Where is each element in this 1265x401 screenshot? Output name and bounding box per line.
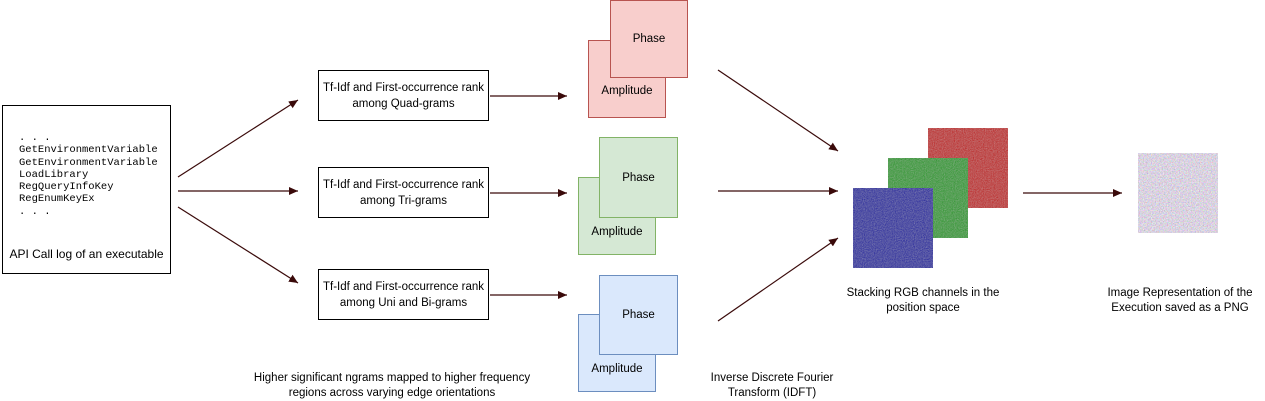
ngram-mapping-caption: Higher significant ngrams mapped to high… <box>253 372 531 399</box>
amplitude-label: Amplitude <box>601 85 653 97</box>
api-call-line: LoadLibrary <box>19 168 89 181</box>
phase-label: Phase <box>622 309 655 321</box>
amplitude-label: Amplitude <box>591 226 643 238</box>
stacked-rgb-channels <box>853 128 1008 268</box>
amplitude-label: Amplitude <box>591 363 643 375</box>
api-call-line: GetEnvironmentVariable <box>19 144 158 157</box>
green-phase-square: Phase <box>599 137 678 218</box>
output-caption: Image Representation of the Execution sa… <box>1107 287 1253 314</box>
api-call-line: . . . <box>19 132 51 144</box>
api-log-caption: API Call log of an executable <box>9 247 164 261</box>
output-png-image <box>1138 153 1218 233</box>
arrow-api-to-unibi <box>177 206 299 284</box>
blue-channel-image <box>853 188 933 268</box>
unibigram-rank-box: Tf-Idf and First-occurrence rank among U… <box>318 269 489 320</box>
phase-label: Phase <box>632 33 666 45</box>
arrow-api-to-quad <box>177 99 299 178</box>
arrow-red-to-stack <box>717 69 839 152</box>
quadgram-rank-box: Tf-Idf and First-occurrence rank among Q… <box>318 70 489 121</box>
arrow-blue-to-stack <box>717 237 839 322</box>
api-call-line: RegEnumKeyEx <box>19 193 95 206</box>
idft-caption: Inverse Discrete Fourier Transform (IDFT… <box>710 372 834 399</box>
stacking-caption: Stacking RGB channels in the position sp… <box>846 287 1000 314</box>
blue-phase-square: Phase <box>599 275 678 355</box>
api-call-line: GetEnvironmentVariable <box>19 156 158 169</box>
api-call-line: RegQueryInfoKey <box>19 181 114 194</box>
trigram-rank-box: Tf-Idf and First-occurrence rank among T… <box>318 167 489 218</box>
phase-label: Phase <box>622 171 655 184</box>
api-call-line: . . . <box>19 205 51 218</box>
red-phase-square: Phase <box>610 0 688 78</box>
